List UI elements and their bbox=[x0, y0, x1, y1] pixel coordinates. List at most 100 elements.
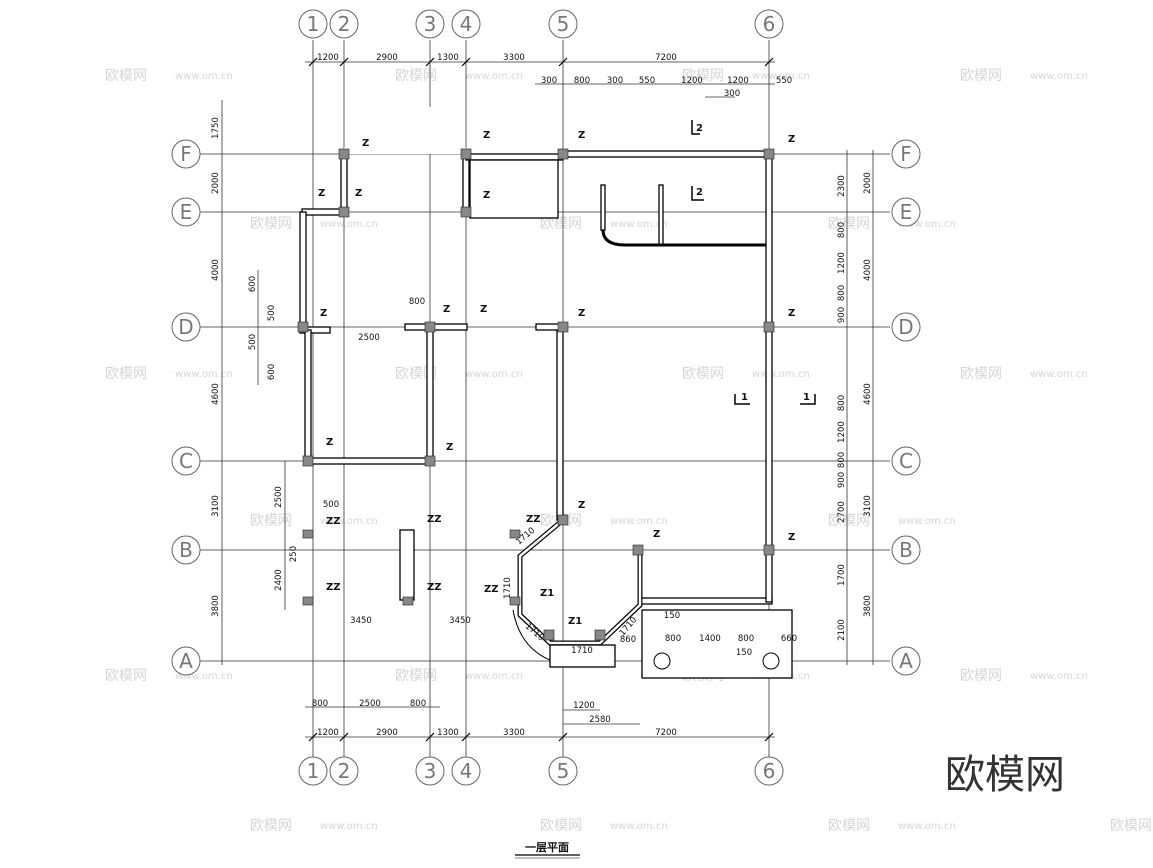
dim-right-in-3: 1200 bbox=[837, 252, 847, 274]
watermark-text: 欧模网 bbox=[960, 668, 1002, 684]
col-label-z: Z bbox=[578, 130, 585, 141]
dim-sub-7: 550 bbox=[776, 76, 792, 86]
col-label-z: Z bbox=[578, 308, 585, 319]
axis-bubble-F-left-circle bbox=[171, 139, 201, 169]
dim-right-in-7: 1200 bbox=[837, 421, 847, 443]
col-label-zz: ZZ bbox=[526, 514, 541, 525]
dim-top-4: 3300 bbox=[503, 53, 525, 63]
axis-bubble-B-right-label: B bbox=[899, 538, 913, 562]
axis-bubble-D-left-label: D bbox=[178, 315, 193, 339]
axis-bubble-A-right-circle bbox=[891, 646, 921, 676]
dim-800-c: 800 bbox=[738, 634, 754, 644]
dim-left-1: 1750 bbox=[211, 117, 221, 139]
watermark-url: www.om.cn bbox=[465, 71, 523, 82]
axis-bubble-1-bottom-circle bbox=[298, 756, 328, 786]
watermark-url: www.om.cn bbox=[175, 671, 233, 682]
axis-bubble-4-top-circle bbox=[451, 9, 481, 39]
axis-bubble-F-left-label: F bbox=[180, 142, 192, 166]
dim-3450-b: 3450 bbox=[449, 616, 471, 626]
watermark-url: www.om.cn bbox=[1030, 369, 1088, 380]
dim-150-b: 150 bbox=[736, 648, 752, 658]
dim-250: 250 bbox=[289, 546, 299, 562]
axis-bubble-A-left-circle bbox=[171, 646, 201, 676]
watermark-layer: 欧模网 www.om.cn 欧模网 www.om.cn 欧模网 www.om.cn 欧模网 w… bbox=[105, 68, 1152, 834]
dim-sub-4: 550 bbox=[639, 76, 655, 86]
dim-left-in-1: 600 bbox=[248, 276, 258, 292]
dim-right-in-12: 2100 bbox=[837, 619, 847, 641]
col-label-zz: ZZ bbox=[484, 584, 499, 595]
watermark-text: 欧模网 bbox=[828, 818, 870, 834]
axis-bubble-2-top-label: 2 bbox=[338, 12, 351, 36]
col-label-zz: ZZ bbox=[427, 514, 442, 525]
watermark-text: 欧模网 bbox=[395, 668, 437, 684]
dim-left-5: 3100 bbox=[211, 495, 221, 517]
watermark-url: www.om.cn bbox=[752, 369, 810, 380]
dim-sub-5: 1200 bbox=[681, 76, 703, 86]
section-mark-1: 1 bbox=[803, 392, 810, 403]
dim-right-in-6: 800 bbox=[837, 395, 847, 411]
col-label-z: Z bbox=[318, 188, 325, 199]
watermark-url: www.om.cn bbox=[752, 71, 810, 82]
axis-bubble-4-bottom-circle bbox=[451, 756, 481, 786]
col-label-z: Z bbox=[480, 304, 487, 315]
col-label-zz: ZZ bbox=[326, 516, 341, 527]
axis-bubble-A-left-label: A bbox=[179, 649, 193, 673]
axis-bubble-5-top-label: 5 bbox=[557, 12, 570, 36]
watermark-text: 欧模网 bbox=[828, 216, 870, 232]
col-label-z: Z bbox=[320, 308, 327, 319]
col-label-z: Z bbox=[788, 308, 795, 319]
dim-right-3: 4600 bbox=[863, 383, 873, 405]
dim-right-in-9: 900 bbox=[837, 472, 847, 488]
axis-bubble-4-top-label: 4 bbox=[460, 12, 473, 36]
axis-bubble-F-right-label: F bbox=[900, 142, 912, 166]
dim-right-in-11: 1700 bbox=[837, 564, 847, 586]
dim-2500: 2500 bbox=[358, 333, 380, 343]
dim-800-b: 800 bbox=[665, 634, 681, 644]
axis-bubble-D-right-circle bbox=[891, 312, 921, 342]
axis-bubble-C-left-circle bbox=[171, 446, 201, 476]
axis-bubble-E-right-label: E bbox=[900, 200, 913, 224]
drawing-title: 一层平面 bbox=[525, 841, 569, 854]
section-mark-1: 1 bbox=[741, 392, 748, 403]
dim-bot-sub-2: 2500 bbox=[359, 699, 381, 709]
dim-right-1: 2000 bbox=[863, 172, 873, 194]
watermark-text: 欧模网 bbox=[105, 68, 147, 84]
axis-bubble-D-left-circle bbox=[171, 312, 201, 342]
dim-left-3: 4000 bbox=[211, 259, 221, 281]
section-marks: 2 2 1 1 bbox=[691, 120, 816, 405]
col-label-z1: Z1 bbox=[540, 588, 554, 599]
watermark-text: 欧模网 bbox=[682, 68, 724, 84]
axis-bubble-6-bottom-circle bbox=[754, 756, 784, 786]
dim-right-in-4: 800 bbox=[837, 285, 847, 301]
col-label-z: Z bbox=[788, 532, 795, 543]
dim-bot-sub-3: 800 bbox=[410, 699, 426, 709]
dim-1710-d: 1710 bbox=[571, 646, 593, 656]
walls bbox=[299, 101, 793, 679]
axis-bubble-5-bottom-label: 5 bbox=[557, 759, 570, 783]
dim-right-in-2: 800 bbox=[837, 222, 847, 238]
col-label-z: Z bbox=[443, 304, 450, 315]
dim-150-a: 150 bbox=[664, 611, 680, 621]
axis-bubble-C-right-label: C bbox=[899, 449, 913, 473]
col-label-z: Z bbox=[326, 437, 333, 448]
dim-left-in-6: 2400 bbox=[274, 569, 284, 591]
axis-bubble-6-top-label: 6 bbox=[763, 12, 776, 36]
dim-right-in-1: 2300 bbox=[837, 175, 847, 197]
axis-bubble-B-left-circle bbox=[171, 535, 201, 565]
watermark-url: www.om.cn bbox=[1030, 71, 1088, 82]
dim-right-2: 4000 bbox=[863, 259, 873, 281]
watermark-url: www.om.cn bbox=[175, 71, 233, 82]
dim-right-in-5: 900 bbox=[837, 307, 847, 323]
col-label-z: Z bbox=[362, 138, 369, 149]
watermark-text: 欧模网 bbox=[250, 818, 292, 834]
dim-sub-6: 1200 bbox=[727, 76, 749, 86]
axis-bubble-1-top-circle bbox=[298, 9, 328, 39]
axis-bubble-C-right-circle bbox=[891, 446, 921, 476]
bottom-dimension-lines bbox=[305, 706, 775, 742]
axis-bubble-2-bottom-circle bbox=[329, 756, 359, 786]
dim-bot-extra-1: 1200 bbox=[573, 701, 595, 711]
dim-sub-3: 300 bbox=[607, 76, 623, 86]
col-label-zz: ZZ bbox=[326, 582, 341, 593]
col-label-z: Z bbox=[788, 134, 795, 145]
dim-left-6: 3800 bbox=[211, 595, 221, 617]
